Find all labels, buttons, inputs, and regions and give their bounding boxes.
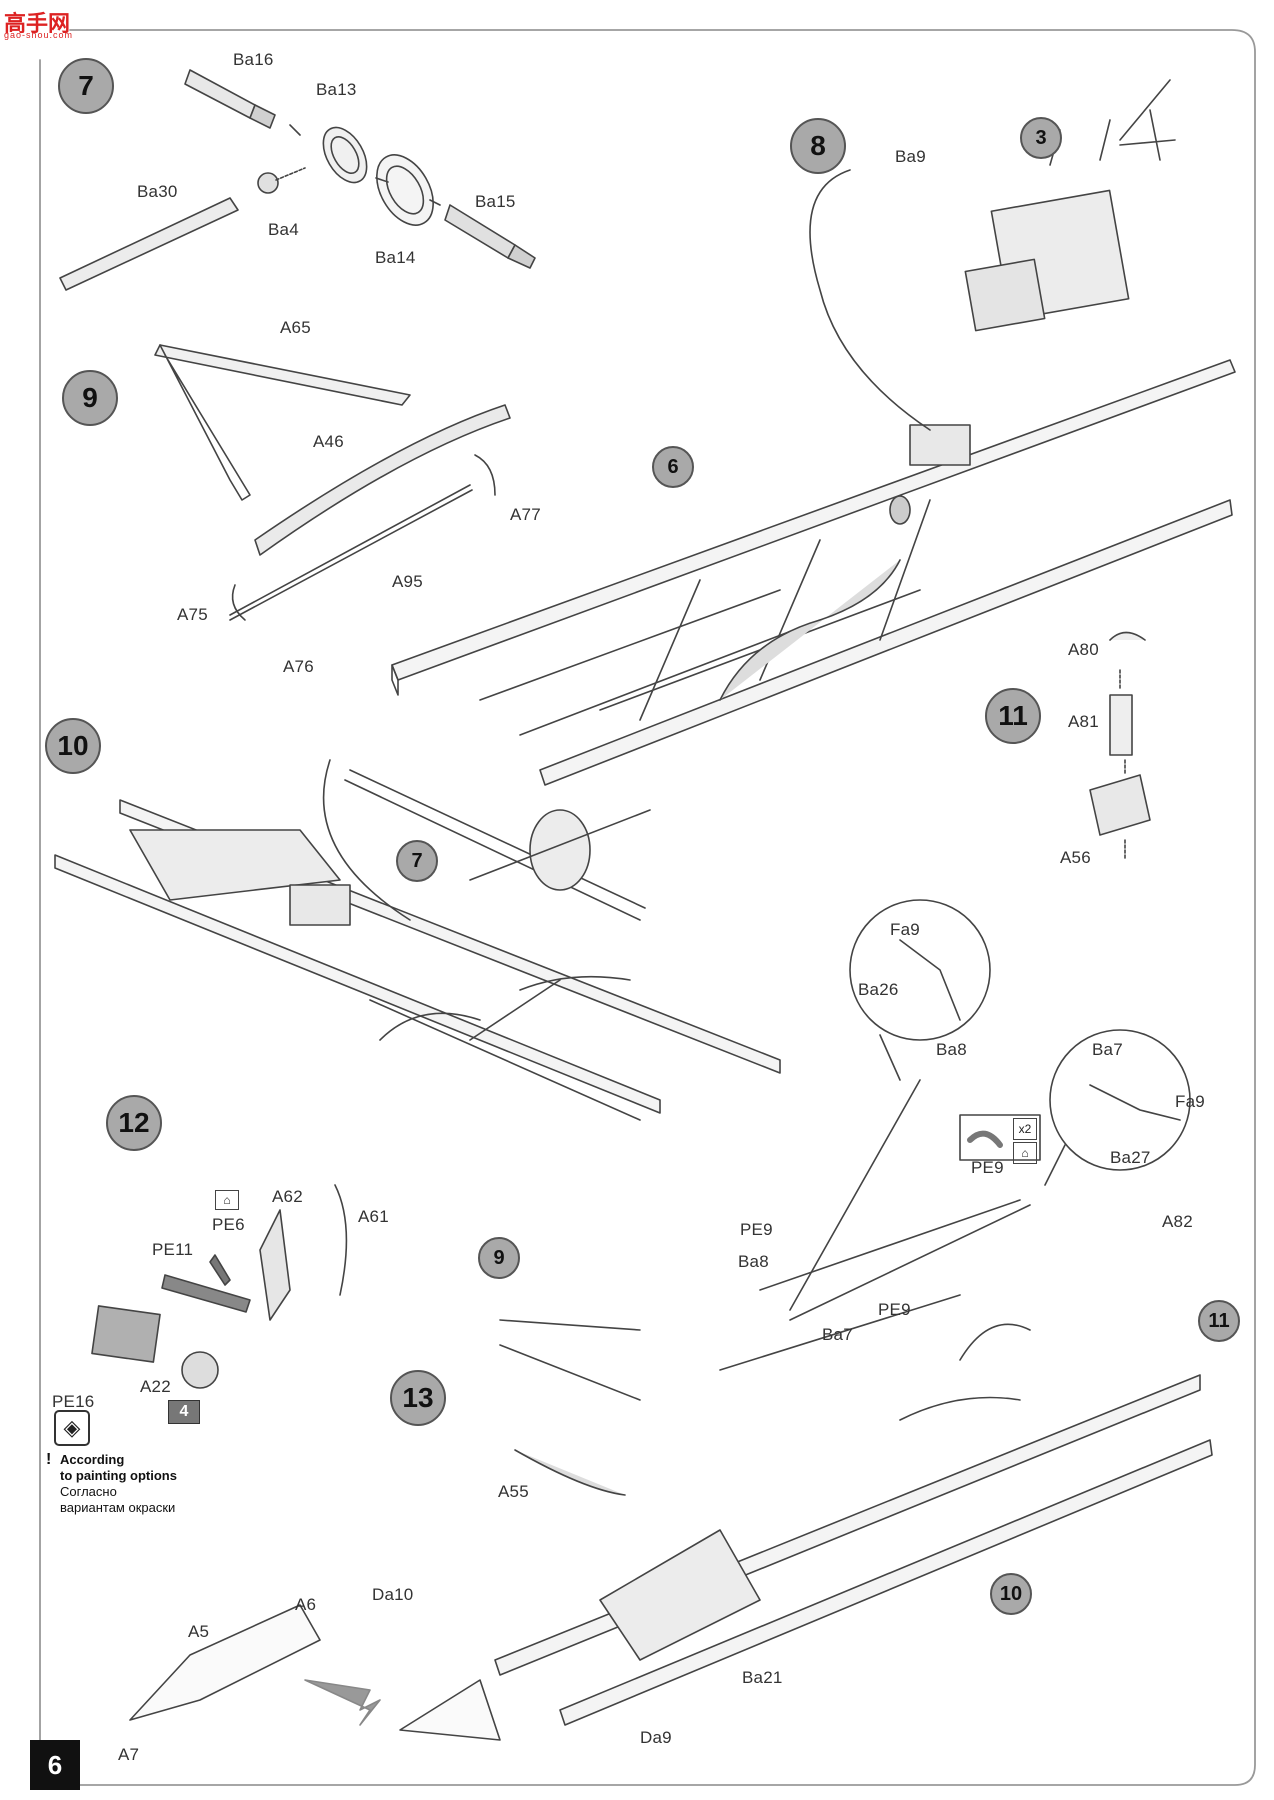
- part-label: A6: [295, 1595, 317, 1614]
- part-label: Ba16: [233, 50, 274, 69]
- note-en-line1: According: [60, 1452, 125, 1467]
- part-label: Fa9: [890, 920, 920, 939]
- part-label: A55: [498, 1482, 529, 1501]
- part-label: A62: [272, 1187, 303, 1206]
- page-number: 6: [30, 1740, 80, 1790]
- part-label: Ba7: [822, 1325, 853, 1344]
- part-label: Ba14: [375, 248, 416, 267]
- frame-upper: [391, 79, 1236, 786]
- part-label: Ba26: [858, 980, 899, 999]
- part-label: A22: [140, 1377, 171, 1396]
- part-label: A80: [1068, 640, 1099, 659]
- part-label: Da10: [372, 1585, 414, 1604]
- part-label: Da9: [640, 1728, 672, 1747]
- part-label: Ba15: [475, 192, 516, 211]
- step7-parts: [59, 69, 536, 291]
- part-label: Ba30: [137, 182, 178, 201]
- step-3-ref-badge: 3: [1020, 117, 1062, 159]
- part-label: Ba4: [268, 220, 299, 239]
- step-7-ref-badge: 7: [396, 840, 438, 882]
- part-label: A7: [118, 1745, 140, 1764]
- part-label: Ba21: [742, 1668, 783, 1687]
- part-label: PE9: [740, 1220, 773, 1239]
- part-label: A61: [358, 1207, 389, 1226]
- part-label: Ba13: [316, 80, 357, 99]
- painting-note: ! According to painting options Согласно…: [46, 1452, 177, 1516]
- step-7-badge: 7: [58, 58, 114, 114]
- step-10-badge: 10: [45, 718, 101, 774]
- step12-parts: [91, 1184, 348, 1389]
- part-label: Ba8: [936, 1040, 967, 1059]
- step11-parts: [1089, 631, 1151, 861]
- step-8-badge: 8: [790, 118, 846, 174]
- note-warning-icon: !: [46, 1451, 52, 1468]
- part-label: A82: [1162, 1212, 1193, 1231]
- part-label: PE9: [971, 1158, 1004, 1177]
- step-9-ref-badge: 9: [478, 1237, 520, 1279]
- note-en-line2: to painting options: [60, 1468, 177, 1483]
- part-label: A81: [1068, 712, 1099, 731]
- frame-middle: [54, 759, 781, 1121]
- part-label: A95: [392, 572, 423, 591]
- part-label: A56: [1060, 848, 1091, 867]
- part-label: A77: [510, 505, 541, 524]
- paint-code-box: 4: [168, 1400, 200, 1424]
- photo-etch-icon: ⌂: [1013, 1142, 1037, 1164]
- step-11-ref-badge: 11: [1198, 1300, 1240, 1342]
- part-label: PE6: [212, 1215, 245, 1234]
- part-label: PE9: [878, 1300, 911, 1319]
- quantity-x2-badge: x2: [1013, 1118, 1037, 1140]
- step-12-badge: 12: [106, 1095, 162, 1151]
- part-label: A46: [313, 432, 344, 451]
- part-label: PE16: [52, 1392, 95, 1411]
- step-13-badge: 13: [390, 1370, 446, 1426]
- frame-lower: [129, 1079, 1213, 1741]
- photo-etch-icon: ⌂: [215, 1190, 239, 1210]
- note-ru-line2: вариантам окраски: [60, 1500, 176, 1515]
- step-6-ref-badge: 6: [652, 446, 694, 488]
- part-label: Fa9: [1175, 1092, 1205, 1111]
- part-label: A76: [283, 657, 314, 676]
- part-label: Ba7: [1092, 1040, 1123, 1059]
- painting-options-icon: ◈: [54, 1410, 90, 1446]
- step-11-badge: 11: [985, 688, 1041, 744]
- part-label: Ba9: [895, 147, 926, 166]
- step9-parts: [154, 344, 511, 621]
- part-label: A5: [188, 1622, 210, 1641]
- part-label: A75: [177, 605, 208, 624]
- part-label: Ba27: [1110, 1148, 1151, 1167]
- site-logo: 高手网: [4, 11, 71, 36]
- step-10-ref-badge: 10: [990, 1573, 1032, 1615]
- part-label: Ba8: [738, 1252, 769, 1271]
- note-ru-line1: Согласно: [60, 1484, 117, 1499]
- site-logo-url: gao-shou.com: [4, 30, 74, 40]
- step-9-badge: 9: [62, 370, 118, 426]
- part-label: A65: [280, 318, 311, 337]
- part-label: PE11: [152, 1240, 194, 1259]
